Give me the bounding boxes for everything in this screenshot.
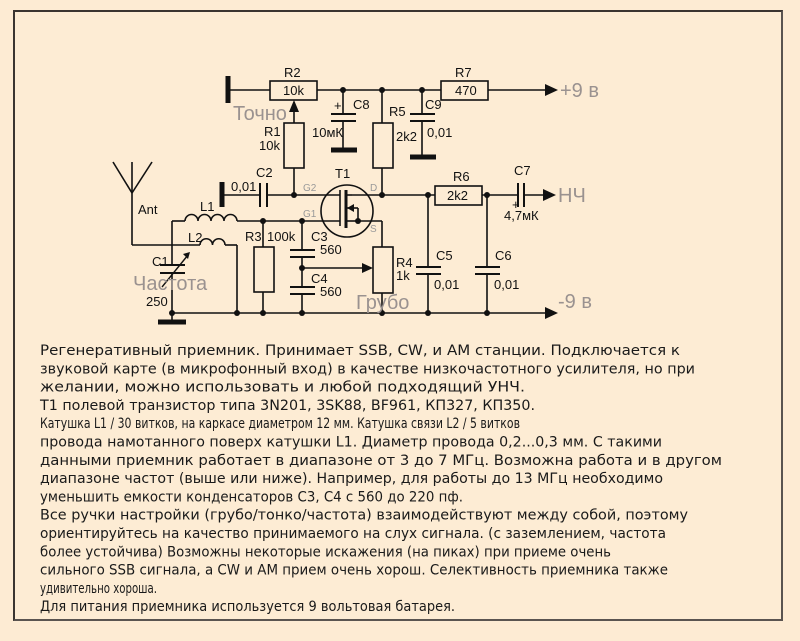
c3-name: C3 [311, 229, 328, 244]
r7-value: 470 [455, 83, 477, 98]
c4-value: 560 [320, 284, 342, 299]
variable-arrow-icon [183, 252, 190, 259]
r2-value: 10k [283, 83, 304, 98]
t1-pin-g1: G1 [303, 209, 317, 220]
resistor-r5 [372, 122, 394, 169]
c8-plus: + [334, 98, 342, 113]
transistor-t1 [320, 184, 374, 238]
r5-name: R5 [389, 104, 406, 119]
antenna-label: Ant [138, 202, 158, 217]
c6-name: C6 [495, 248, 512, 263]
l2-name: L2 [188, 230, 202, 245]
c5-value: 0,01 [434, 277, 459, 292]
description-line: диапазоне частот (выше или ниже). Наприм… [40, 471, 663, 487]
c3-value: 560 [320, 242, 342, 257]
label-af-out: НЧ [558, 185, 586, 207]
description-line: данными приемник работает в диапазоне от… [40, 453, 722, 469]
c2-name: C2 [256, 165, 273, 180]
r1-name: R1 [264, 124, 281, 139]
resistor-r6 [434, 185, 483, 206]
r7-name: R7 [455, 65, 472, 80]
label-frequency: Частота [133, 273, 208, 295]
c1-value: 250 [146, 294, 168, 309]
c8-value: 10мК [312, 125, 343, 140]
description-line: удивительно хороша. [40, 581, 157, 597]
wires [112, 76, 558, 325]
r3-value: 100k [267, 229, 296, 244]
l1-name: L1 [200, 199, 214, 214]
c7-name: C7 [514, 163, 531, 178]
c4-name: C4 [311, 271, 328, 286]
description-line: желании, можно использовать и любой подх… [40, 380, 525, 396]
resistor-r3 [253, 246, 275, 293]
c9-name: C9 [425, 97, 442, 112]
r2-name: R2 [284, 65, 301, 80]
resistor-r7 [440, 80, 489, 101]
t1-pin-d: D [370, 183, 377, 194]
resistor-r4 [372, 246, 394, 294]
label-plus9: +9 в [560, 80, 599, 102]
c2-value: 0,01 [231, 179, 256, 194]
description-line: звуковой карте (в микрофонный вход) в ка… [40, 361, 695, 377]
description: Регенеративный приемник. Принимает SSB, … [39, 343, 722, 615]
arrow-plus9 [545, 84, 558, 96]
c1-name: C1 [152, 254, 169, 269]
resistor-r1 [283, 122, 305, 169]
c7-value: 4,7мК [504, 208, 539, 223]
label-coarse: Грубо [356, 292, 409, 314]
description-line: провода намотанного поверх катушки L1. Д… [40, 435, 662, 451]
c6-value: 0,01 [494, 277, 519, 292]
description-line: ориентируйтесь на качество принимаемого … [40, 526, 666, 542]
description-line: Т1 полевой транзистор типа 3N201, 3SK88,… [39, 398, 535, 414]
capacitor-plates [160, 113, 525, 295]
r4-value: 1k [396, 268, 410, 283]
coil-l2 [199, 237, 226, 246]
arrow-minus9 [545, 307, 558, 319]
frame [13, 10, 783, 621]
description-line: Все ручки настройки (грубо/тонко/частота… [40, 508, 688, 524]
label-minus9: -9 в [558, 291, 592, 313]
c7-plus: + [512, 197, 520, 212]
r6-value: 2k2 [447, 188, 468, 203]
junctions [169, 87, 490, 316]
c5-name: C5 [436, 248, 453, 263]
coil-l1 [184, 213, 238, 222]
r6-name: R6 [453, 169, 470, 184]
r5-value: 2k2 [396, 129, 417, 144]
description-line: Катушка L1 / 30 витков, на каркасе диаме… [40, 416, 520, 432]
t1-name: T1 [335, 166, 350, 181]
description-line: уменьшить емкости конденсаторов С3, С4 с… [40, 489, 463, 505]
r1-value: 10k [259, 138, 280, 153]
t1-pin-s: S [370, 224, 377, 235]
description-line: Для питания приемника используется 9 вол… [40, 599, 455, 615]
description-line: сильного SSB сигнала, а CW и AM прием оч… [40, 563, 668, 579]
resistor-r2 [269, 80, 318, 101]
c8-name: C8 [353, 97, 370, 112]
description-line: Регенеративный приемник. Принимает SSB, … [40, 343, 680, 359]
c9-value: 0,01 [427, 125, 452, 140]
label-fine: Точно [233, 103, 287, 125]
t1-pin-g2: G2 [303, 183, 317, 194]
r4-name: R4 [396, 255, 413, 270]
description-line: более устойчива) Возможны некоторые иска… [40, 544, 611, 560]
r3-name: R3 [245, 229, 262, 244]
arrow-af [543, 189, 556, 201]
